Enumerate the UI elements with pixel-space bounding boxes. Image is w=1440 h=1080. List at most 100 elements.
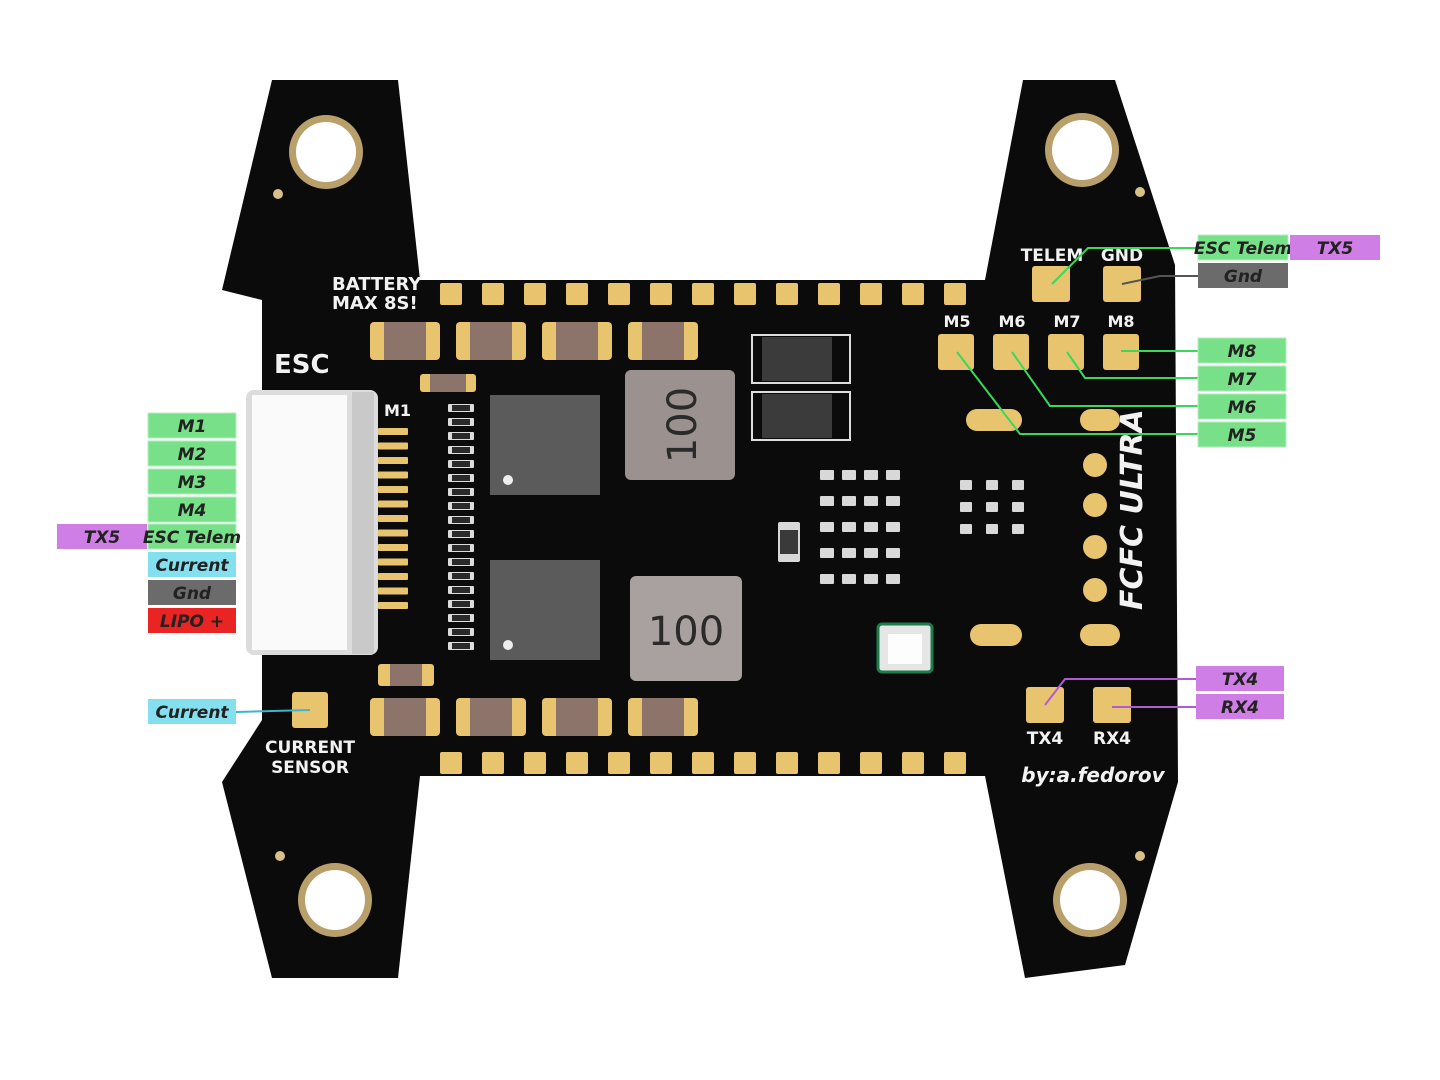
resistor-body	[452, 503, 470, 509]
brand-text: FCFC ULTRA	[1115, 409, 1150, 610]
current-sensor-text-1: CURRENT	[265, 738, 355, 758]
svg-text:TX4: TX4	[1222, 670, 1259, 690]
smd-part	[886, 548, 900, 558]
smd-part	[1012, 524, 1024, 534]
castellation-bottom	[776, 752, 798, 774]
svg-text:Gnd: Gnd	[1224, 267, 1263, 287]
smd-part	[864, 470, 878, 480]
esc-pin	[378, 500, 408, 508]
label-left-m2: M2	[147, 440, 237, 467]
leader-lines	[235, 247, 1200, 713]
author-text: by:a.fedorov	[1021, 763, 1165, 787]
svg-text:ESC Telem: ESC Telem	[1194, 239, 1292, 259]
telem-text: TELEM	[1021, 246, 1084, 266]
castellation-bottom	[944, 752, 966, 774]
svg-text:TX5: TX5	[1317, 239, 1354, 259]
mosfet-top	[490, 395, 600, 495]
resistor-body	[452, 433, 470, 439]
svg-text:Current: Current	[155, 556, 229, 576]
svg-text:M1: M1	[178, 417, 207, 437]
mounting-holes	[273, 113, 1145, 937]
inductor-bottom-label: 100	[648, 609, 724, 655]
edge-castellations	[440, 283, 966, 774]
smd-cap-body	[390, 664, 422, 686]
m1-silk-text: M1	[384, 401, 411, 420]
castellation-bottom	[566, 752, 588, 774]
castellation-top	[776, 283, 798, 305]
pads	[292, 266, 1141, 728]
resistor-body	[452, 643, 470, 649]
resistor-body	[452, 601, 470, 607]
battery-text: BATTERY	[332, 274, 422, 295]
current-sensor-text-2: SENSOR	[271, 758, 349, 778]
castellation-bottom	[692, 752, 714, 774]
smd-part	[960, 480, 972, 490]
smd-part	[820, 522, 834, 532]
esc-connector	[246, 390, 408, 655]
smd-part	[820, 496, 834, 506]
esc-pin	[378, 544, 408, 551]
resistor-body	[452, 405, 470, 411]
smd-part	[820, 574, 834, 584]
smd-part-body	[780, 530, 798, 554]
diodes	[751, 334, 851, 441]
label-right-m6: M6	[1197, 393, 1287, 420]
label-left-gnd: Gnd	[148, 580, 236, 605]
castellation-top	[944, 283, 966, 305]
resistor-body	[452, 587, 470, 593]
inductor-top-label: 100	[660, 387, 706, 463]
smd-part	[1012, 502, 1024, 512]
label-right-m8: M8	[1197, 337, 1287, 364]
capacitor-body	[556, 322, 598, 360]
esc-pin	[378, 457, 408, 464]
rx4-silk-text: RX4	[1093, 729, 1131, 749]
castellation-bottom	[608, 752, 630, 774]
svg-text:M4: M4	[178, 501, 207, 521]
small-components	[378, 374, 1024, 686]
m6-silk-text: M6	[998, 312, 1025, 331]
smd-part	[864, 496, 878, 506]
smd-part	[960, 502, 972, 512]
capacitor-body	[384, 698, 426, 736]
esc-pin	[378, 529, 408, 537]
label-right-rx4: RX4	[1196, 694, 1284, 719]
battery-max-text: MAX 8S!	[332, 293, 418, 314]
smd-part	[864, 574, 878, 584]
esc-pin	[378, 442, 408, 450]
castellation-bottom	[734, 752, 756, 774]
smd-part	[842, 470, 856, 480]
castellation-bottom	[818, 752, 840, 774]
esc-pin	[378, 471, 408, 479]
capacitor-body	[470, 322, 512, 360]
resistor-body	[452, 531, 470, 537]
capacitor-body	[384, 322, 426, 360]
label-left-m3: M3	[147, 468, 237, 495]
inductor-bottom: 100	[630, 576, 742, 681]
svg-text:Gnd: Gnd	[173, 584, 212, 604]
smd-part	[886, 574, 900, 584]
castellation-top	[818, 283, 840, 305]
resistor-body	[452, 447, 470, 453]
inductor-top: 100	[625, 370, 735, 480]
esc-pin	[378, 602, 408, 609]
smd-part	[842, 548, 856, 558]
castellation-top	[860, 283, 882, 305]
tx4-silk-text: TX4	[1027, 729, 1064, 749]
resistor-body	[452, 475, 470, 481]
smd-part	[1012, 480, 1024, 490]
smd-part	[820, 470, 834, 480]
svg-text:ESC Telem: ESC Telem	[143, 528, 241, 548]
label-left-tx5: TX5	[57, 524, 147, 549]
capacitor-body	[470, 698, 512, 736]
barometer-sensor	[876, 622, 934, 674]
svg-text:Current: Current	[155, 703, 229, 723]
castellation-top	[734, 283, 756, 305]
label-right-esc-telem: ESC Telem	[1194, 234, 1292, 261]
smd-part	[986, 524, 998, 534]
esc-text: ESC	[274, 350, 330, 380]
label-right-m7: M7	[1197, 365, 1287, 392]
castellation-top	[524, 283, 546, 305]
resistor-body	[452, 629, 470, 635]
castellation-bottom	[440, 752, 462, 774]
